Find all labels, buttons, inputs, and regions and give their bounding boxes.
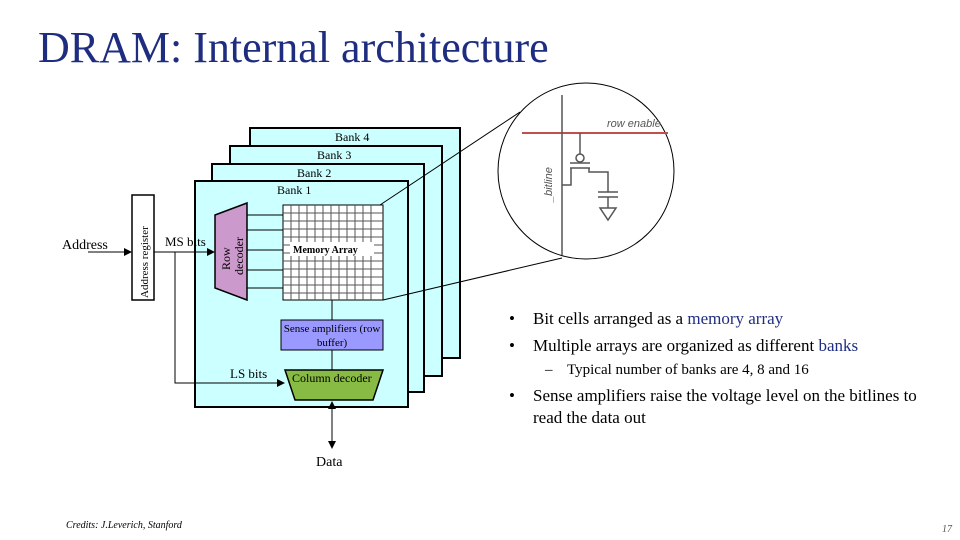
memory-array-label: Memory Array xyxy=(293,245,358,256)
row-decoder-label-row: Row xyxy=(219,247,233,270)
bullet-1-text: Bit cells arranged as a xyxy=(533,309,688,328)
page-title: DRAM: Internal architecture xyxy=(38,23,549,72)
address-register xyxy=(131,194,155,301)
bullet-sense-amplifiers: Sense amplifiers raise the voltage level… xyxy=(505,385,945,428)
page-number: 17 xyxy=(942,524,952,535)
sense-amp-label-line2: buffer) xyxy=(317,337,348,349)
bullet-banks: Multiple arrays are organized as differe… xyxy=(505,335,945,357)
row-decoder-label-decoder: decoder xyxy=(232,237,246,275)
address-label: Address xyxy=(62,238,108,253)
column-decoder xyxy=(283,369,385,401)
bank-1-label: Bank 1 xyxy=(277,183,311,197)
bank-2-label: Bank 2 xyxy=(297,166,331,180)
data-label: Data xyxy=(316,455,343,470)
ls-bits-path xyxy=(174,252,285,387)
row-enable-label: row enable xyxy=(607,118,661,130)
bitline-label: _bitline xyxy=(543,167,555,203)
sub-bullet-bank-count: Typical number of banks are 4, 8 and 16 xyxy=(505,361,945,380)
bullet-list: Bit cells arranged as a memory array Mul… xyxy=(505,308,945,434)
bullet-memory-array: Bit cells arranged as a memory array xyxy=(505,308,945,330)
zoom-line-bottom xyxy=(382,257,563,301)
bank-4-label: Bank 4 xyxy=(335,130,369,144)
banks-highlight: banks xyxy=(818,336,859,356)
ms-bits-label: MS bits xyxy=(165,234,206,249)
bullet-2-text: Multiple arrays are organized as differe… xyxy=(533,336,819,356)
bank-3-label: Bank 3 xyxy=(317,148,351,162)
sense-amp-label-line1: Sense amplifiers (row xyxy=(284,323,381,335)
ls-bits-label: LS bits xyxy=(230,366,267,381)
column-decoder-label: Column decoder xyxy=(292,371,372,385)
address-register-label: Address register xyxy=(139,226,151,298)
zoom-line-top xyxy=(379,111,521,206)
row-decoder xyxy=(214,201,248,302)
credit-text: Credits: J.Leverich, Stanford xyxy=(66,520,182,531)
memory-array-highlight: memory array xyxy=(687,309,784,328)
bit-cell-magnifier xyxy=(497,82,675,260)
